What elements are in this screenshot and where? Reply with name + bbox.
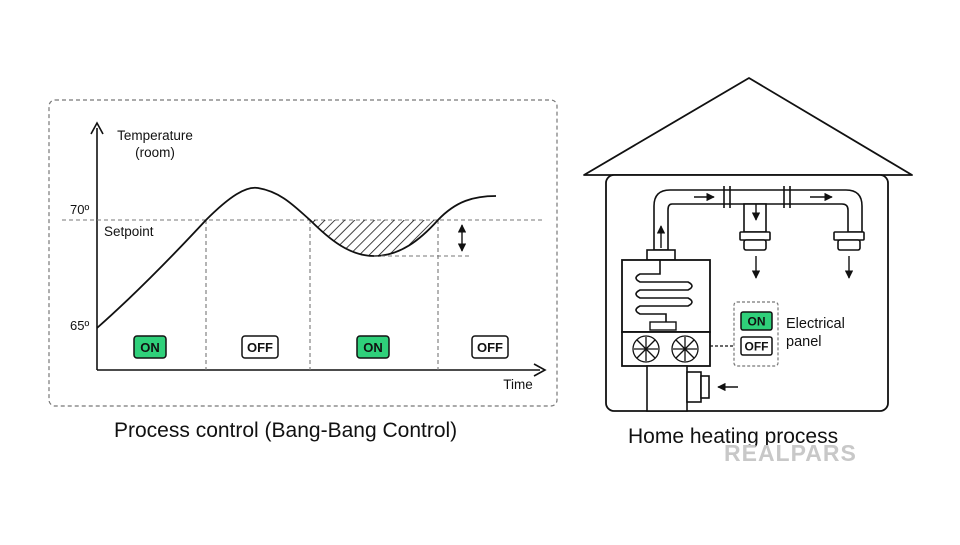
outlet-nozzle-2 (833, 231, 865, 251)
svg-text:ON: ON (748, 315, 766, 329)
panel-on-indicator: ON (740, 311, 773, 331)
air-intake (646, 365, 710, 412)
y-axis-arrow (90, 121, 104, 135)
fan-icon (632, 335, 660, 363)
svg-text:OFF: OFF (247, 340, 273, 355)
temperature-curve (96, 186, 497, 329)
panel-label-2: panel (786, 334, 821, 350)
heating-coil (635, 260, 693, 322)
state-badge-1: ON (133, 335, 167, 359)
x-axis-label: Time (503, 377, 533, 392)
panel-label: Electrical (786, 316, 845, 332)
panel-off-indicator: OFF (740, 336, 773, 356)
fan-icon (671, 335, 699, 363)
tick-label-65: 65º (70, 318, 89, 333)
state-badge-2: OFF (241, 335, 279, 359)
svg-text:OFF: OFF (745, 340, 769, 354)
svg-text:ON: ON (363, 340, 383, 355)
outlet-nozzle-1 (739, 231, 771, 251)
flow-arrows (656, 192, 854, 392)
svg-text:ON: ON (140, 340, 160, 355)
state-badge-3: ON (356, 335, 390, 359)
svg-text:OFF: OFF (477, 340, 503, 355)
x-axis-arrow (533, 363, 547, 377)
state-badge-4: OFF (471, 335, 509, 359)
house-roof (583, 77, 913, 176)
tick-label-70: 70º (70, 202, 89, 217)
y-axis-label: Temperature (117, 128, 193, 143)
left-caption: Process control (Bang-Bang Control) (114, 419, 458, 442)
chart-frame (48, 99, 558, 407)
setpoint-label: Setpoint (104, 224, 154, 239)
watermark-logo: REALPARS (724, 440, 857, 466)
y-axis-label-unit: (room) (135, 145, 175, 160)
right-caption: Home heating process (628, 425, 839, 448)
